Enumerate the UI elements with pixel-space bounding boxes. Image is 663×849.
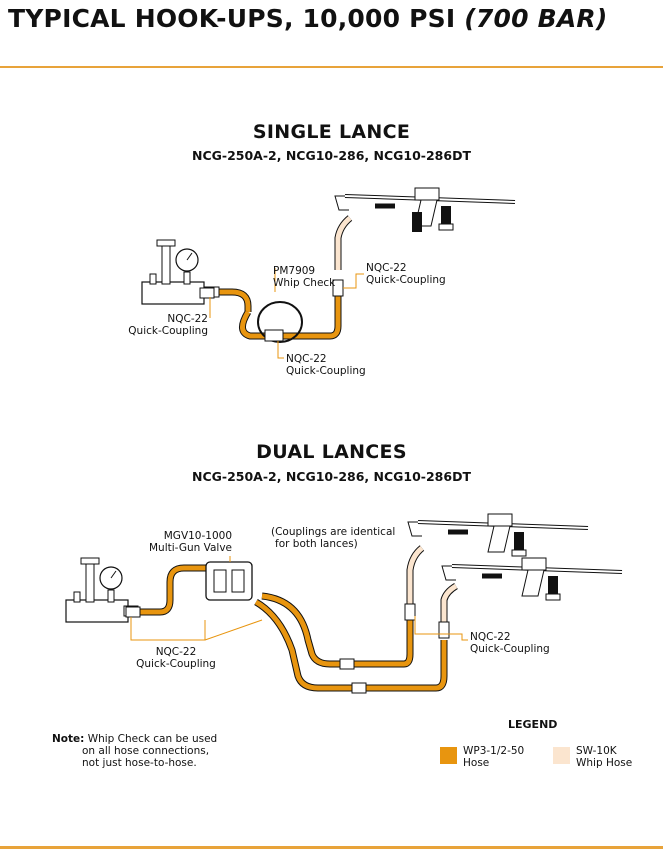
bottom-rule [0,846,663,849]
single-lance-models: NCG-250A-2, NCG10-286, NCG10-286DT [192,148,471,163]
single-lance-diagram [141,188,515,359]
top-rule [0,66,663,68]
legend-title: LEGEND [508,718,558,731]
dual-lances-heading: DUAL LANCES [256,441,407,463]
dual-lances-models: NCG-250A-2, NCG10-286, NCG10-286DT [192,469,471,484]
single-lance-heading: SINGLE LANCE [252,121,411,143]
dual-lance-diagram [65,514,622,694]
legend-whip-hose-swatch [553,747,570,764]
page-title: TYPICAL HOOK-UPS, 10,000 PSI (700 BAR) [8,4,608,33]
whip-check-note: Note: Whip Check can be used on all hose… [52,733,218,769]
legend-hose-swatch [440,747,457,764]
